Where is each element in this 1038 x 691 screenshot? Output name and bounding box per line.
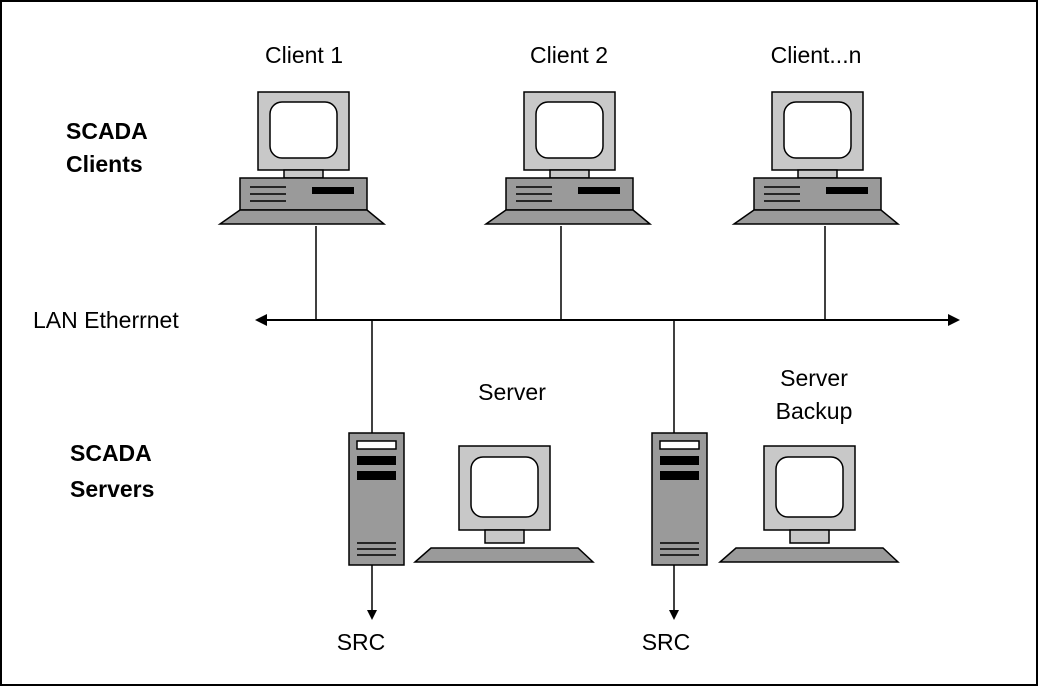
server-tower-icon: [348, 432, 405, 566]
server-backup-tower-icon: [651, 432, 708, 566]
client-n-label: Client...n: [770, 42, 862, 68]
lan-arrow-right: [948, 314, 960, 326]
client-2-label: Client 2: [530, 42, 608, 68]
client-1-label: Client 1: [265, 42, 343, 68]
scada-servers-label-line1: SCADA: [70, 440, 152, 466]
server-backup-label-line1: Server: [780, 365, 848, 391]
scada-clients-label-line2: Clients: [66, 151, 143, 177]
lan-ethernet-label: LAN Etherrnet: [33, 307, 179, 333]
server-backup-label-line2: Backup: [775, 398, 853, 424]
server-backup-monitor-icon: [718, 445, 900, 563]
lan-arrow-left: [255, 314, 267, 326]
server-backup-src-label: SRC: [641, 629, 691, 655]
server-label: Server: [478, 379, 546, 405]
server-src-arrow: [367, 565, 377, 620]
client-1-computer-icon: [217, 91, 387, 225]
server-monitor-icon: [413, 445, 595, 563]
scada-servers-label-line2: Servers: [70, 476, 155, 502]
scada-clients-label-line1: SCADA: [66, 118, 148, 144]
server-backup-src-arrow: [669, 565, 679, 620]
client-n-computer-icon: [731, 91, 901, 225]
server-src-label: SRC: [336, 629, 386, 655]
lan-bus: [255, 314, 960, 326]
client-2-computer-icon: [483, 91, 653, 225]
